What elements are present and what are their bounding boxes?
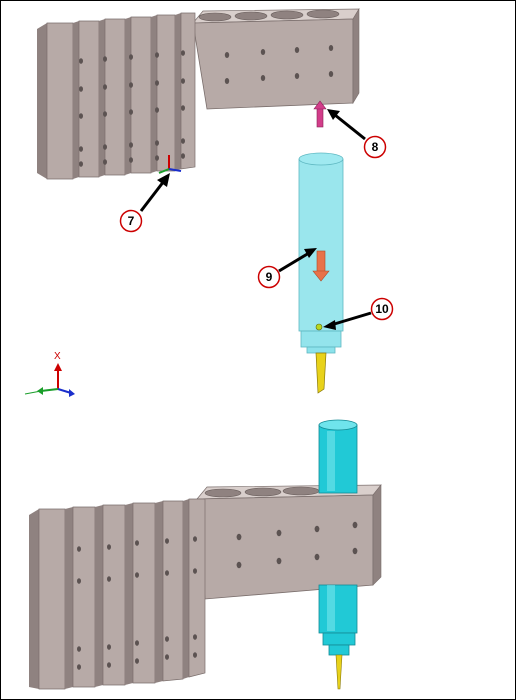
callout-9-label: 9 [266, 270, 273, 284]
callout-7-label: 7 [128, 214, 135, 228]
callout-8: 8 [327, 109, 387, 159]
fixture-origin-marker [158, 155, 182, 174]
triad-x-label: X [54, 351, 61, 362]
assembled-tool-holder [318, 419, 358, 690]
callout-7: 7 [119, 173, 170, 233]
block-locator-arrow [313, 100, 327, 128]
upper-fixture [37, 7, 360, 180]
callout-8-label: 8 [372, 140, 379, 154]
lower-fixture [29, 484, 382, 690]
transparent-tool-holder [298, 152, 344, 394]
callout-10: 10 [323, 297, 394, 330]
coordinate-triad: X [24, 351, 75, 397]
callout-10-label: 10 [375, 302, 389, 316]
callout-9: 9 [257, 248, 317, 289]
